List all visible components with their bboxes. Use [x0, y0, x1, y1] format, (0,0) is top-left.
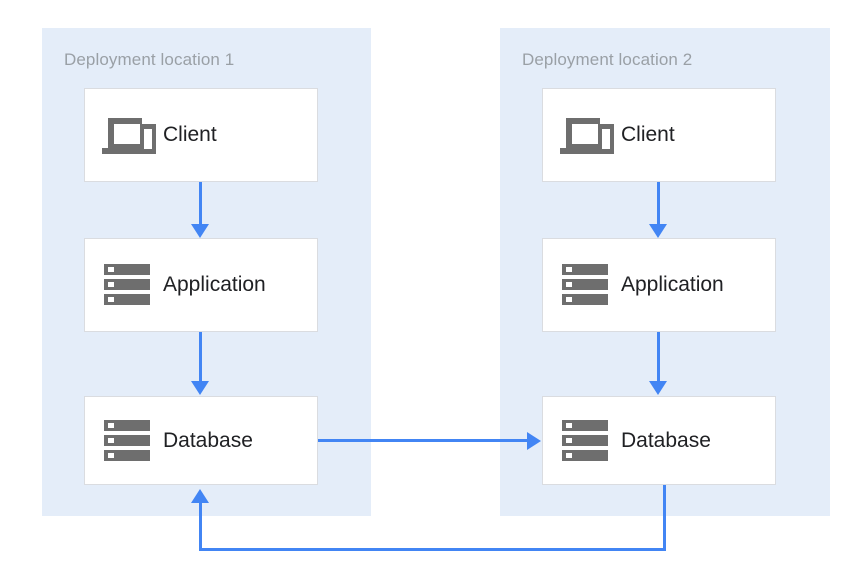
server-icon [553, 262, 621, 308]
server-icon [553, 418, 621, 464]
node-database-2-label: Database [621, 428, 711, 452]
connector-database2-database1-arrowhead [191, 489, 209, 503]
connector-database1-database2-line [318, 439, 528, 442]
node-database-1-label: Database [163, 428, 253, 452]
connector-application1-database1-line [199, 332, 202, 382]
connector-client1-application1-line [199, 182, 202, 226]
connector-client2-application2-line [657, 182, 660, 226]
connector-database2-database1-segment-up [199, 502, 202, 550]
devices-icon [95, 112, 163, 158]
connector-client1-application1-arrowhead [191, 224, 209, 238]
connector-database1-database2-arrowhead [527, 432, 541, 450]
node-client-2-label: Client [621, 123, 675, 146]
server-icon [95, 418, 163, 464]
connector-application2-database2-arrowhead [649, 381, 667, 395]
server-icon [95, 262, 163, 308]
connector-database2-database1-segment-left [199, 548, 666, 551]
node-database-1[interactable]: Database [84, 396, 318, 485]
node-client-1[interactable]: Client [84, 88, 318, 182]
connector-application2-database2-line [657, 332, 660, 382]
node-application-2-label: Application [621, 273, 724, 296]
devices-icon [553, 112, 621, 158]
node-application-1[interactable]: Application [84, 238, 318, 332]
node-application-1-label: Application [163, 273, 266, 296]
connector-application1-database1-arrowhead [191, 381, 209, 395]
node-database-2[interactable]: Database [542, 396, 776, 485]
node-client-2[interactable]: Client [542, 88, 776, 182]
zone-1-title: Deployment location 1 [64, 50, 235, 69]
connector-database2-database1-segment-down [663, 485, 666, 551]
node-client-1-label: Client [163, 123, 217, 146]
connector-client2-application2-arrowhead [649, 224, 667, 238]
node-application-2[interactable]: Application [542, 238, 776, 332]
zone-2-title: Deployment location 2 [522, 50, 693, 69]
